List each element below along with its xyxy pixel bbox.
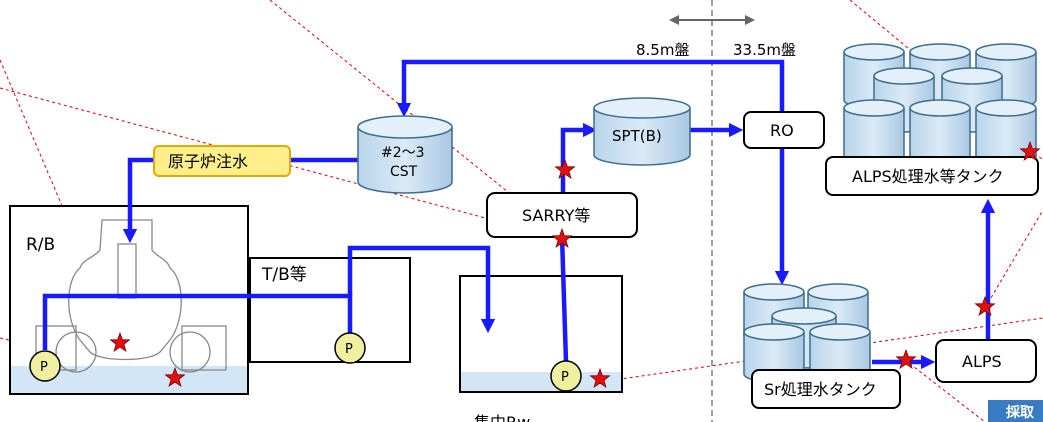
sample-star-7 xyxy=(974,295,996,317)
pump-rb: P xyxy=(29,350,61,382)
sample-star-4 xyxy=(551,227,573,249)
ro-box xyxy=(743,111,825,149)
alps-tank-label: ALPS処理水等タンク xyxy=(852,167,1004,186)
pump-tb: P xyxy=(334,332,366,364)
svg-text:P: P xyxy=(40,360,48,375)
ro-label: RO xyxy=(770,121,794,140)
spt-tank xyxy=(593,97,691,166)
sarry-label: SARRY等 xyxy=(522,206,590,225)
sample-star-1 xyxy=(109,331,131,353)
pipe-pump-loop xyxy=(42,293,353,350)
rb-label: R/B xyxy=(26,235,55,255)
rw-label: 集中Rw xyxy=(474,413,530,422)
cst-label-2: CST xyxy=(390,164,418,180)
sr-tank-label: Sr処理水タンク xyxy=(764,380,877,399)
sample-star-6 xyxy=(895,348,917,370)
flow-pipes xyxy=(42,59,996,370)
sr-tank-farm xyxy=(743,283,871,383)
sample-star-8 xyxy=(1019,140,1041,162)
corner-tag-label: 採取 xyxy=(1006,404,1035,421)
pipe-sarry-to-spt xyxy=(560,122,598,192)
svg-text:P: P xyxy=(561,370,569,385)
sample-star-2 xyxy=(164,366,186,388)
injection-box xyxy=(153,145,291,177)
pipe-rw-to-sarry xyxy=(559,235,569,363)
alps-label: ALPS xyxy=(962,352,1002,371)
alps-tank-box xyxy=(825,156,1039,196)
sr-tank-box xyxy=(751,369,901,409)
pipe-injection-to-rb xyxy=(122,157,154,244)
zone-left-label: 8.5m盤 xyxy=(636,41,689,59)
alps-box xyxy=(935,339,1037,383)
pump-rw: P xyxy=(550,360,582,392)
sample-star-5 xyxy=(589,367,611,389)
tb-building xyxy=(249,257,411,363)
svg-text:P: P xyxy=(345,342,353,357)
pipe-tb-to-rw xyxy=(347,245,496,334)
spt-label: SPT(B) xyxy=(612,127,662,145)
corner-tag xyxy=(988,400,1043,422)
cst-tank xyxy=(357,115,453,194)
sampling-points xyxy=(109,140,1041,389)
tb-label: T/B等 xyxy=(261,265,307,285)
cst-label-1: #2～3 xyxy=(381,145,425,161)
alps-tank-farm xyxy=(843,43,1037,165)
injection-label: 原子炉注水 xyxy=(168,152,248,171)
pipe-ro-to-cst xyxy=(396,59,785,118)
sample-star-3 xyxy=(554,158,576,180)
zone-right-label: 33.5m盤 xyxy=(733,41,796,59)
